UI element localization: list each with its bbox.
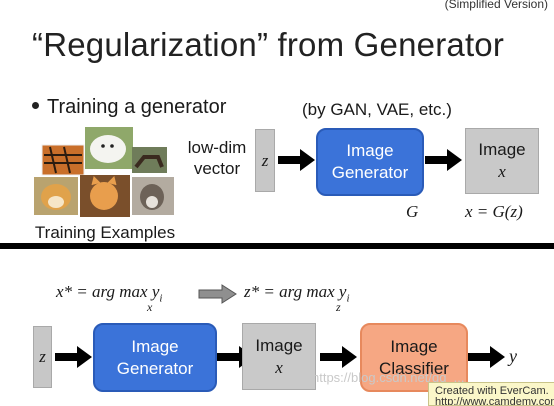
generator-bottom-line2: Generator	[116, 358, 194, 378]
bullet-training-generator: Training a generator	[32, 96, 226, 119]
horse-photo	[132, 147, 167, 173]
formula-x-text: x* = arg max y	[56, 282, 160, 301]
formula-x-sub: x	[147, 300, 153, 314]
formula-z-text: z* = arg max y	[244, 282, 347, 301]
bullet-text: Training a generator	[47, 96, 227, 118]
tiger-photo	[41, 144, 85, 176]
formula-z-star: z* = arg max yi	[244, 282, 350, 304]
arrow-right-icon	[320, 346, 357, 368]
evercam-line2: http://www.camdemy.com	[435, 396, 554, 406]
evercam-line1: Created with EverCam.	[435, 385, 549, 397]
x-equals-g-z: x = G(z)	[465, 202, 523, 221]
z-vector-bottom: z	[33, 326, 52, 388]
wolf-photo	[132, 177, 174, 215]
image-bottom-line1: Image	[255, 335, 303, 355]
image-x-top: Image x	[465, 128, 539, 194]
arrow-right-icon	[278, 149, 315, 171]
evercam-badge[interactable]: Created with EverCam. http://www.camdemy…	[428, 382, 554, 406]
generator-line1: Image	[346, 141, 394, 160]
image-generator-top: Image Generator	[316, 128, 424, 196]
image-generator-bottom: Image Generator	[93, 323, 217, 392]
image-line2: x	[498, 162, 506, 181]
classifier-line1: Image	[390, 336, 438, 356]
z-vector-top: z	[255, 129, 275, 192]
formula-x-i: i	[159, 292, 163, 305]
arrow-right-icon	[425, 149, 462, 171]
generator-line2: Generator	[331, 163, 409, 182]
samoyed-photo	[85, 127, 133, 169]
gray-arrow-right-icon	[198, 284, 237, 304]
formula-x-star: x* = arg max yi	[56, 282, 162, 304]
g-label: G	[406, 202, 419, 221]
formula-z-sub: z	[336, 300, 341, 314]
section-divider	[0, 243, 554, 249]
training-examples-label: Training Examples	[34, 223, 176, 242]
lowdim-line2: vector	[193, 159, 241, 178]
image-line1: Image	[478, 140, 526, 159]
bullet-dot-icon	[32, 102, 39, 110]
image-bottom-line2: x	[275, 357, 283, 377]
z-label: z	[261, 150, 269, 170]
lowdim-line1: low-dim	[187, 138, 247, 157]
version-note: (Simplified Version)	[444, 0, 548, 11]
image-classifier: Image Classifier	[360, 323, 468, 392]
arrow-right-icon	[468, 346, 505, 368]
classifier-line2: Classifier	[379, 358, 449, 378]
formula-z-i: i	[346, 292, 350, 305]
training-images-collage	[34, 127, 174, 217]
by-gan-note: (by GAN, VAE, etc.)	[302, 100, 452, 119]
image-x-bottom: Image x	[242, 323, 316, 390]
z-label-bottom: z	[39, 347, 46, 366]
generator-bottom-line1: Image	[131, 336, 179, 356]
cat-photo	[80, 175, 130, 217]
slide-title: “Regularization” from Generator	[32, 26, 505, 63]
shiba-photo	[34, 177, 78, 215]
lowdim-vector-label: low-dim vector	[186, 137, 248, 179]
arrow-right-icon	[55, 346, 92, 368]
y-output-label: y	[509, 346, 517, 366]
csdn-watermark: https://blog.csdn.net/qq_...	[312, 370, 465, 385]
